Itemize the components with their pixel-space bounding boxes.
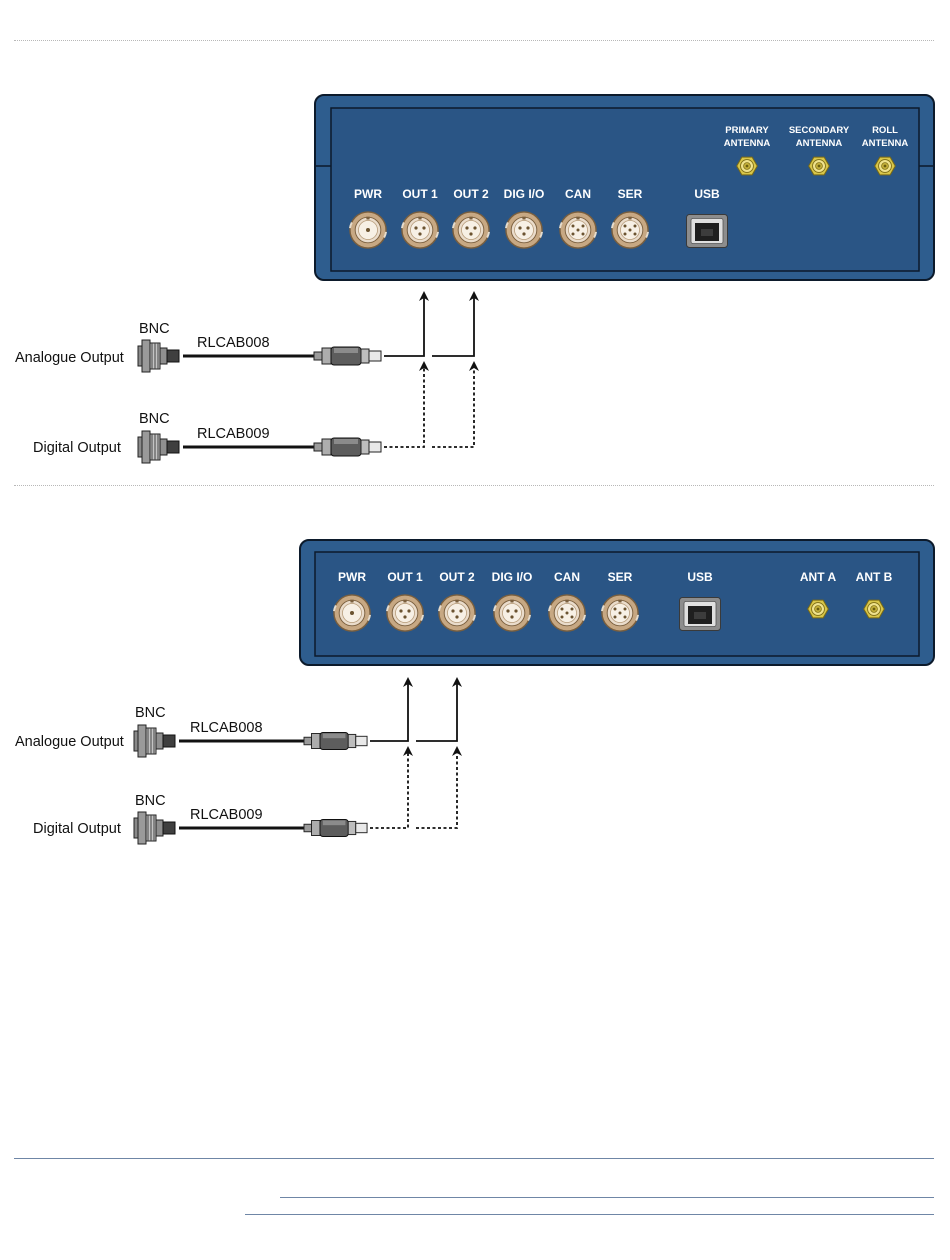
analogue-output-label: Analogue Output xyxy=(15,734,124,750)
secondary-antenna-connector-icon xyxy=(809,157,830,175)
digital-arrow-out1 xyxy=(384,366,424,447)
out1-connector-icon xyxy=(402,212,438,248)
port-label-out2: OUT 2 xyxy=(453,187,489,201)
out1-connector-icon xyxy=(387,595,423,631)
digital-output-label: Digital Output xyxy=(33,440,121,456)
bnc-connector-icon xyxy=(134,725,175,757)
cable-plug-icon xyxy=(304,820,367,837)
dig-io-connector-icon xyxy=(506,212,542,248)
bnc-label-analogue: BNC xyxy=(139,321,170,337)
cable-plug-icon xyxy=(304,733,367,750)
antenna-label-secondary-2: ANTENNA xyxy=(796,138,843,149)
analogue-arrow-out2 xyxy=(416,682,457,741)
cable-plug-icon xyxy=(314,438,381,456)
port-label-ser: SER xyxy=(618,187,643,201)
cable-part-rlcab009: RLCAB009 xyxy=(190,807,263,823)
out2-connector-icon xyxy=(453,212,489,248)
port-label-pwr: PWR xyxy=(338,570,366,584)
analogue-output-label: Analogue Output xyxy=(15,350,124,366)
digital-arrow-out1 xyxy=(370,751,408,828)
ant-b-connector-icon xyxy=(864,600,885,618)
port-label-dig-io: DIG I/O xyxy=(492,570,533,584)
usb-port-icon xyxy=(680,598,721,631)
analogue-arrow-out1 xyxy=(370,682,408,741)
antenna-label-roll-2: ANTENNA xyxy=(862,138,909,149)
port-label-out2: OUT 2 xyxy=(439,570,475,584)
port-label-usb: USB xyxy=(687,570,713,584)
port-label-usb: USB xyxy=(694,187,720,201)
cable-part-rlcab008: RLCAB008 xyxy=(197,335,270,351)
ant-a-connector-icon xyxy=(808,600,829,618)
bnc-label-digital: BNC xyxy=(135,793,166,809)
digital-arrow-out2 xyxy=(432,366,474,447)
antenna-label-secondary: SECONDARY xyxy=(789,125,850,136)
antenna-label-ant-b: ANT B xyxy=(856,570,893,584)
bnc-connector-icon xyxy=(134,812,175,844)
bnc-label-analogue: BNC xyxy=(135,705,166,721)
diagram-2: PWR OUT 1 OUT 2 DIG I/O CAN SER USB ANT … xyxy=(15,540,934,844)
cable-plug-icon xyxy=(314,347,381,365)
port-label-ser: SER xyxy=(608,570,633,584)
analogue-arrow-out2 xyxy=(432,296,474,356)
primary-antenna-connector-icon xyxy=(737,157,758,175)
digital-arrow-out2 xyxy=(416,751,457,828)
antenna-label-roll: ROLL xyxy=(872,125,898,136)
bnc-label-digital: BNC xyxy=(139,411,170,427)
dig-io-connector-icon xyxy=(494,595,530,631)
usb-port-icon xyxy=(687,215,728,248)
bnc-connector-icon xyxy=(138,431,179,463)
port-label-out1: OUT 1 xyxy=(387,570,423,584)
antenna-label-ant-a: ANT A xyxy=(800,570,837,584)
port-label-out1: OUT 1 xyxy=(402,187,438,201)
bnc-connector-icon xyxy=(138,340,179,372)
cable-part-rlcab008: RLCAB008 xyxy=(190,720,263,736)
antenna-label-primary-2: ANTENNA xyxy=(724,138,771,149)
analogue-arrow-out1 xyxy=(384,296,424,356)
port-label-dig-io: DIG I/O xyxy=(504,187,545,201)
diagram-1: PWR OUT 1 OUT 2 DIG I/O CAN SER USB PRIM… xyxy=(15,95,934,463)
roll-antenna-connector-icon xyxy=(875,157,896,175)
port-label-can: CAN xyxy=(554,570,580,584)
out2-connector-icon xyxy=(439,595,475,631)
antenna-label-primary: PRIMARY xyxy=(725,125,769,136)
cable-part-rlcab009: RLCAB009 xyxy=(197,426,270,442)
digital-output-label: Digital Output xyxy=(33,821,121,837)
port-label-can: CAN xyxy=(565,187,591,201)
port-label-pwr: PWR xyxy=(354,187,382,201)
